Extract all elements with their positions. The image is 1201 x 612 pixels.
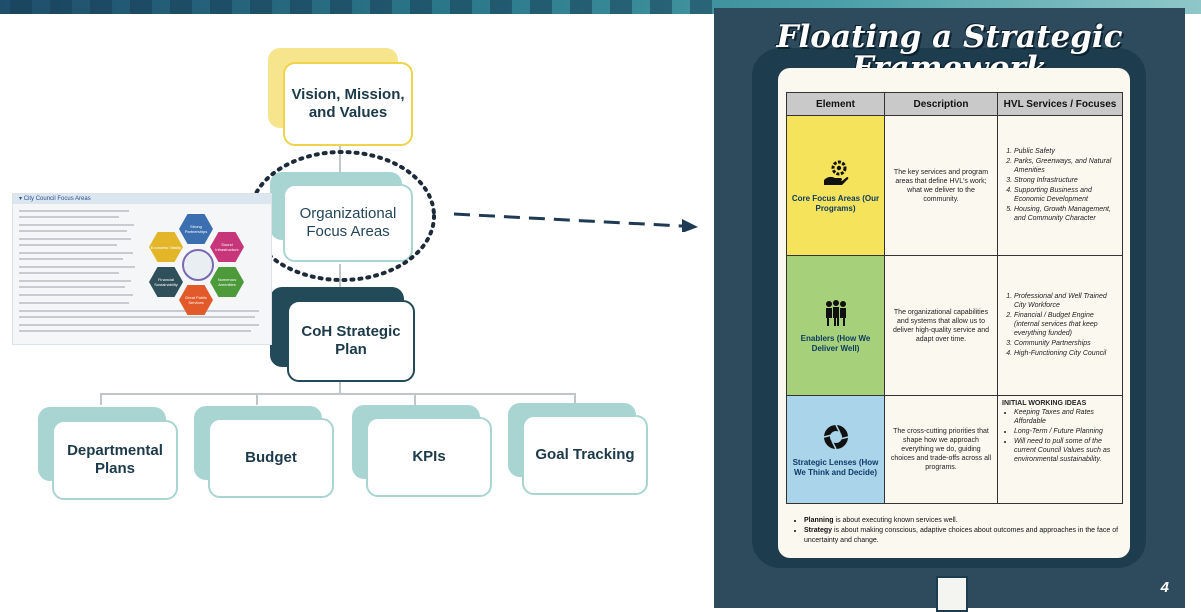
city-seal-icon	[182, 249, 214, 281]
poster-title-line1: Floating a Strategic	[776, 19, 1123, 55]
bottom-label-3: KPIs	[412, 448, 446, 465]
enablers-element-cell: Enablers (How We Deliver Well)	[786, 255, 885, 396]
framework-poster: Floating a Strategic Framework 4 Element…	[714, 8, 1185, 612]
list-item: Parks, Greenways, and Natural Amenities	[1014, 157, 1118, 175]
hex-financial-sustainability: Financial Sustainability	[149, 267, 183, 297]
plan-box: CoH Strategic Plan	[287, 300, 415, 382]
hex-label: Sound Infrastructure	[215, 242, 239, 252]
bottom-label-2: Budget	[245, 449, 297, 466]
bottom-box-goal-tracking: Goal Tracking	[522, 415, 648, 495]
table-row-core: Core Focus Areas (Our Programs) The key …	[786, 115, 1123, 256]
focus-highlight-ellipse	[248, 150, 436, 282]
footnote-planning: Planning is about executing known servic…	[804, 516, 1130, 526]
hex-label: Financial Sustainability	[154, 277, 178, 287]
list-item: Financial / Budget Engine (internal serv…	[1014, 311, 1118, 338]
hex-label: Economic Vitality	[150, 244, 182, 250]
bottom-box-budget: Budget	[208, 418, 334, 498]
connector-vision-focus	[339, 143, 341, 181]
dashed-arrow	[453, 212, 698, 232]
column-header-description: Description	[884, 92, 998, 116]
footnote-strategy: Strategy is about making conscious, adap…	[804, 526, 1130, 546]
vision-box: Vision, Mission, and Values	[283, 62, 413, 146]
vision-label: Vision, Mission, and Values	[291, 86, 405, 121]
column-header-focuses: HVL Services / Focuses	[997, 92, 1123, 116]
table-row-lenses: Strategic Lenses (How We Think and Decid…	[786, 395, 1123, 504]
lenses-focus-list: Keeping Taxes and Rates Affordable Long-…	[1002, 408, 1118, 464]
connector-drop-4	[574, 393, 576, 405]
focus-areas-screenshot: ▾ City Council Focus Areas Strong Partne…	[12, 193, 272, 345]
page-number: 4	[1160, 579, 1169, 596]
mini-screenshot-header: ▾ City Council Focus Areas	[13, 194, 271, 204]
footnote-strategy-term: Strategy	[804, 527, 833, 534]
aperture-icon	[823, 424, 848, 449]
list-item: Supporting Business and Economic Develop…	[1014, 186, 1118, 204]
hex-sound-infrastructure: Sound Infrastructure	[210, 232, 244, 262]
core-element-label: Core Focus Areas (Our Programs)	[791, 193, 880, 213]
core-element-cell: Core Focus Areas (Our Programs)	[786, 115, 885, 256]
list-item: Will need to pull some of the current Co…	[1014, 437, 1118, 464]
enablers-focuses: Professional and Well Trained City Workf…	[997, 255, 1123, 396]
hex-label: Great Public Services	[184, 295, 207, 305]
framework-table: Element Description HVL Services / Focus…	[786, 92, 1123, 504]
enablers-focus-list: Professional and Well Trained City Workf…	[1002, 292, 1118, 358]
table-row-enablers: Enablers (How We Deliver Well) The organ…	[786, 255, 1123, 396]
list-item: Keeping Taxes and Rates Affordable	[1014, 408, 1118, 426]
footnote-strategy-text: is about making conscious, adaptive choi…	[804, 527, 1119, 544]
hex-label: Strong Partnerships	[184, 224, 208, 234]
connector-plan-down	[339, 382, 341, 394]
list-item: Professional and Well Trained City Workf…	[1014, 292, 1118, 310]
connector-horizontal	[100, 393, 576, 395]
footnote-planning-term: Planning	[804, 517, 834, 524]
connector-drop-1	[100, 393, 102, 405]
hex-economic-vitality: Economic Vitality	[149, 232, 183, 262]
list-item: Community Partnerships	[1014, 339, 1118, 348]
framework-header-row: Element Description HVL Services / Focus…	[786, 92, 1123, 116]
lenses-element-label: Strategic Lenses (How We Think and Decid…	[792, 457, 879, 477]
team-icon	[825, 299, 846, 326]
core-focuses: Public Safety Parks, Greenways, and Natu…	[997, 115, 1123, 256]
core-focus-list: Public Safety Parks, Greenways, and Natu…	[1002, 147, 1118, 223]
hand-gear-icon	[823, 160, 848, 185]
mini-screenshot-title: City Council Focus Areas	[23, 196, 91, 202]
list-item: Strong Infrastructure	[1014, 176, 1118, 185]
bottom-box-kpis: KPIs	[366, 417, 492, 497]
poster-footnotes: Planning is about executing known servic…	[794, 516, 1130, 546]
column-header-element: Element	[786, 92, 885, 116]
lenses-focuses: INITIAL WORKING IDEAS Keeping Taxes and …	[997, 395, 1123, 504]
lenses-focus-heading: INITIAL WORKING IDEAS	[1002, 400, 1087, 407]
plan-label: CoH Strategic Plan	[301, 323, 401, 358]
top-banner	[0, 0, 1201, 14]
list-item: High-Functioning City Council	[1014, 349, 1118, 358]
focus-label: Organizational Focus Areas	[299, 205, 397, 240]
hex-numerous-amenities: Numerous Amenities	[210, 267, 244, 297]
list-item: Long-Term / Future Planning	[1014, 427, 1118, 436]
footnote-planning-text: is about executing known services well.	[833, 517, 958, 524]
bottom-label-4: Goal Tracking	[535, 446, 635, 463]
connector-drop-2	[256, 393, 258, 405]
hex-label: Numerous Amenities	[217, 277, 237, 287]
hex-great-public-services: Great Public Services	[179, 285, 213, 315]
core-description: The key services and program areas that …	[884, 115, 998, 256]
poster-stand	[936, 576, 968, 612]
enablers-description: The organizational capabilities and syst…	[884, 255, 998, 396]
list-item: Public Safety	[1014, 147, 1118, 156]
lenses-description: The cross-cutting priorities that shape …	[884, 395, 998, 504]
connector-focus-plan	[339, 264, 341, 288]
enablers-element-label: Enablers (How We Deliver Well)	[800, 333, 871, 353]
bottom-label-1: Departmental Plans	[67, 442, 163, 477]
hex-strong-partnerships: Strong Partnerships	[179, 214, 213, 244]
connector-drop-3	[414, 393, 416, 405]
focus-box: Organizational Focus Areas	[283, 184, 413, 262]
list-item: Housing, Growth Management, and Communit…	[1014, 205, 1118, 223]
bottom-box-departmental: Departmental Plans	[52, 420, 178, 500]
lenses-element-cell: Strategic Lenses (How We Think and Decid…	[786, 395, 885, 504]
